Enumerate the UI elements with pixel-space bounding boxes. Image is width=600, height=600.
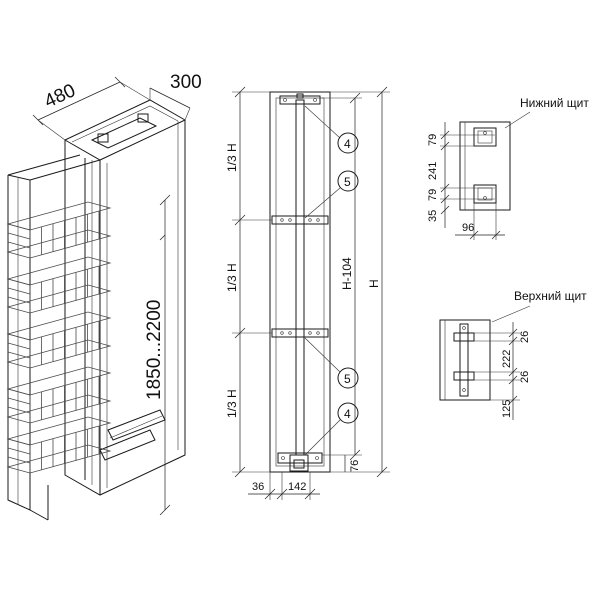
thirds-dimension: 1/3 H 1/3 H 1/3 H [225,86,272,478]
top-dim-26a: 26 [519,331,531,343]
bottom-width-label: 96 [462,222,474,234]
front-inner-frame [275,97,325,467]
top-rail [90,113,158,149]
basket [6,311,112,369]
pantry-frame [7,154,101,521]
depth-label: 480 [41,80,79,112]
top-dim-26b: 26 [519,371,531,383]
height-label: 1850...2200 [144,300,165,400]
bottom-dim-79b: 79 [427,189,439,201]
callout-5-top-label: 5 [344,175,351,189]
baskets [6,201,112,474]
top-fitting [279,93,321,105]
crossbar-lower [271,328,329,338]
bottom-dim-241: 241 [427,162,439,180]
central-post [295,99,305,456]
bottom-panel-title: Нижний щит [520,96,589,110]
total-height-label: H [367,279,381,288]
bottom-panel-outline [459,121,511,211]
top-dim-125: 125 [501,400,513,418]
width-dimensions: 36 142 [248,472,320,500]
height-dimension: 1850...2200 [144,194,171,516]
crossbar-upper [271,215,329,225]
third-label-bottom: 1/3 H [225,389,239,418]
third-label-top: 1/3 H [225,143,239,172]
bottom-offset-dimension: 76 [344,455,361,472]
third-label-mid: 1/3 H [225,263,239,292]
bottom-dim-35: 35 [427,210,439,222]
callout-5-bottom: 5 [304,337,359,389]
basket [6,256,112,314]
basket [6,366,112,424]
bottom-panel-detail: Нижний щит 79 241 79 35 96 [427,96,589,240]
cabinet-outline [64,99,186,496]
bottom-fitting [277,452,323,472]
callout-4-bottom: 4 [304,402,359,456]
bottom-dim-79a: 79 [427,134,439,146]
top-panel-detail: Верхний щит 26 222 26 125 [439,289,587,420]
inner-height-label: H-104 [340,257,354,290]
total-height-dimension: H [330,86,390,478]
front-view: 1/3 H 1/3 H 1/3 H H-104 H 76 [225,86,390,500]
isometric-view: 480 300 1850...2200 [6,72,202,521]
top-dim-222: 222 [501,350,513,368]
basket [6,201,112,259]
callout-5-bottom-label: 5 [344,372,351,386]
front-outer-frame [269,91,331,473]
callout-4-top: 4 [304,105,359,154]
callout-4-bottom-label: 4 [344,407,351,421]
width-label-right: 142 [288,481,306,493]
callout-4-top-label: 4 [344,137,351,151]
width-label-left: 36 [252,481,264,493]
bottom-offset-label: 76 [349,460,361,472]
width-label: 300 [170,72,202,93]
width-dimension: 300 [149,72,202,121]
basket [6,416,112,474]
callout-5-top: 5 [304,170,359,219]
bottom-rails [99,409,166,461]
inner-height-dimension: H-104 [322,92,362,461]
top-panel-title: Верхний щит [514,289,587,303]
top-panel-outline [439,319,491,401]
